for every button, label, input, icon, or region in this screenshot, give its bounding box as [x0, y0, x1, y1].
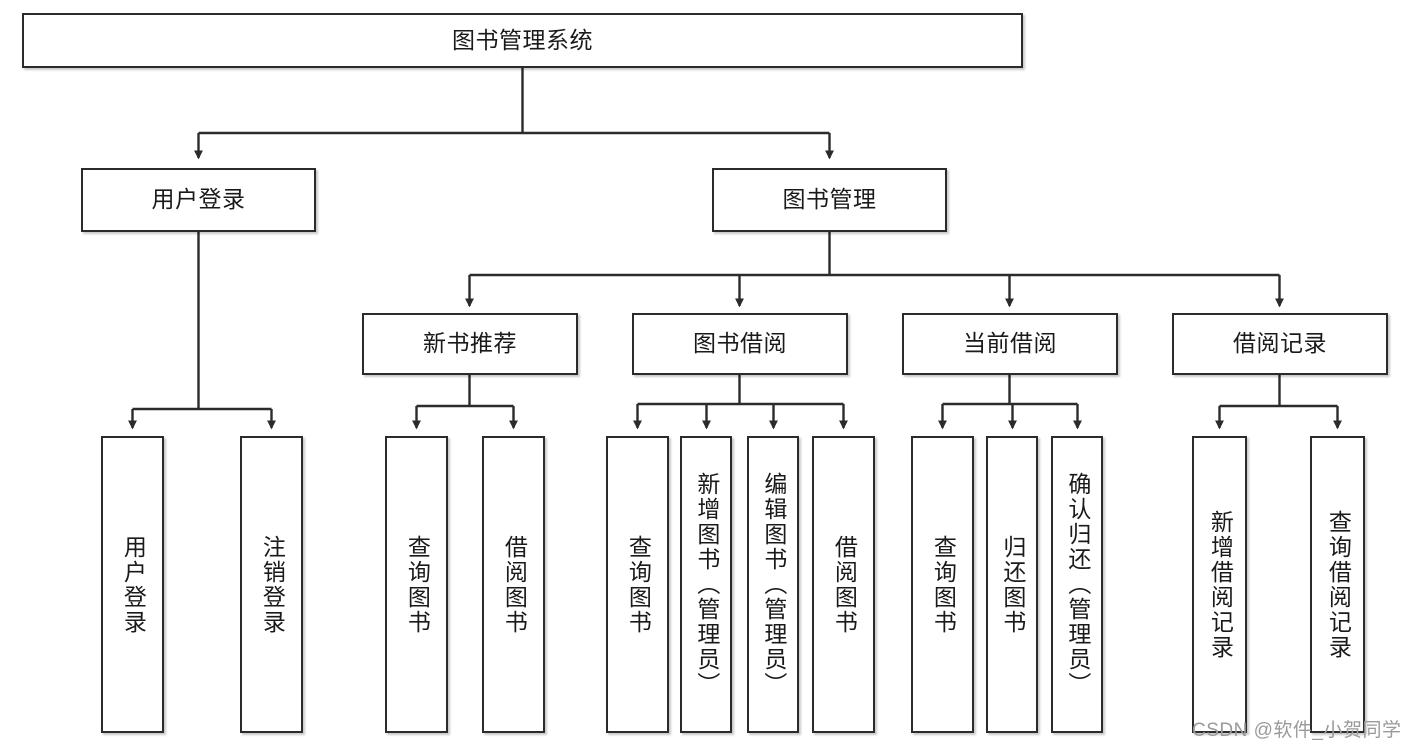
- node-label: 借阅图书: [831, 534, 858, 635]
- leaf-query-book-current[interactable]: 查询图书: [911, 436, 974, 733]
- node-label: 查询借阅记录: [1325, 509, 1352, 660]
- node-label: 图书管理: [782, 186, 877, 213]
- node-borrow-record[interactable]: 借阅记录: [1172, 313, 1388, 375]
- node-label: 确认归还（管理员）: [1064, 472, 1091, 697]
- node-new-book-recommend[interactable]: 新书推荐: [362, 313, 578, 375]
- leaf-edit-book-admin[interactable]: 编辑图书（管理员）: [747, 436, 799, 733]
- leaf-confirm-return-admin[interactable]: 确认归还（管理员）: [1051, 436, 1103, 733]
- leaf-borrow-book[interactable]: 借阅图书: [812, 436, 875, 733]
- node-label: 当前借阅: [963, 330, 1057, 357]
- node-root-system[interactable]: 图书管理系统: [22, 13, 1023, 68]
- node-label: 图书管理系统: [452, 26, 593, 53]
- node-label: 查询图书: [930, 534, 957, 635]
- node-label: 注销登录: [259, 534, 286, 635]
- node-label: 借阅图书: [501, 534, 528, 635]
- node-label: 借阅记录: [1233, 330, 1327, 357]
- node-label: 用户登录: [120, 534, 147, 635]
- leaf-query-book-borrow[interactable]: 查询图书: [606, 436, 669, 733]
- leaf-add-book-admin[interactable]: 新增图书（管理员）: [680, 436, 732, 733]
- node-label: 查询图书: [404, 534, 431, 635]
- leaf-user-login[interactable]: 用户登录: [101, 436, 164, 733]
- node-book-manage[interactable]: 图书管理: [712, 168, 947, 232]
- leaf-query-book-recommend[interactable]: 查询图书: [385, 436, 448, 733]
- node-label: 归还图书: [999, 534, 1026, 635]
- leaf-query-borrow-record[interactable]: 查询借阅记录: [1310, 436, 1365, 733]
- node-label: 用户登录: [151, 186, 246, 213]
- node-label: 新增图书（管理员）: [693, 472, 720, 697]
- node-current-borrow[interactable]: 当前借阅: [902, 313, 1118, 375]
- node-label: 查询图书: [625, 534, 652, 635]
- node-label: 图书借阅: [693, 330, 787, 357]
- node-user-login[interactable]: 用户登录: [81, 168, 316, 232]
- leaf-return-book[interactable]: 归还图书: [986, 436, 1038, 733]
- node-label: 新增借阅记录: [1207, 509, 1234, 660]
- node-book-borrow[interactable]: 图书借阅: [632, 313, 848, 375]
- watermark-text: CSDN @软件_小贺同学: [1192, 720, 1402, 741]
- node-label: 新书推荐: [423, 330, 517, 357]
- leaf-logout[interactable]: 注销登录: [240, 436, 303, 733]
- leaf-borrow-book-recommend[interactable]: 借阅图书: [482, 436, 545, 733]
- leaf-add-borrow-record[interactable]: 新增借阅记录: [1192, 436, 1247, 733]
- node-label: 编辑图书（管理员）: [760, 472, 787, 697]
